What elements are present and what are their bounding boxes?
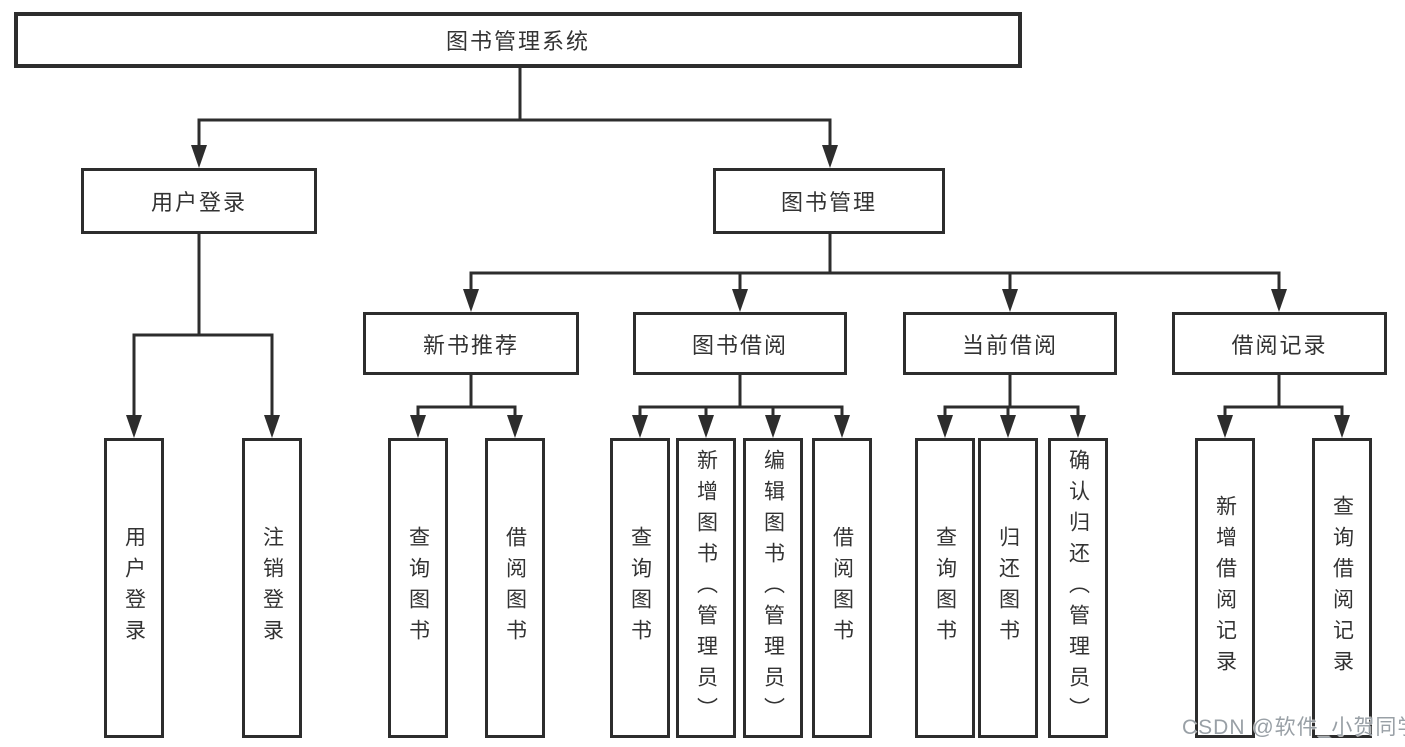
leaf-borrow-book-2: 借阅图书 (812, 438, 872, 738)
leaf-logout-label: 注销登录 (260, 526, 284, 650)
leaf-borrow-book-1-label: 借阅图书 (503, 526, 527, 650)
connector-book-borrow-children (632, 375, 850, 438)
leaf-confirm-return-admin-label: 确认归还（管理员） (1066, 448, 1090, 728)
node-new-book-recommend-label: 新书推荐 (422, 332, 519, 358)
watermark: CSDN @软件_小贺同学 (1182, 716, 1405, 739)
leaf-query-book-3-label: 查询图书 (933, 526, 957, 650)
arrow-down-icon (191, 145, 207, 168)
leaf-query-book-1-label: 查询图书 (406, 526, 430, 650)
leaf-return-book-label: 归还图书 (996, 526, 1020, 650)
leaf-query-book-3: 查询图书 (915, 438, 975, 738)
arrow-down-icon (507, 415, 523, 438)
leaf-return-book: 归还图书 (978, 438, 1038, 738)
connector-new-book-children (410, 375, 523, 438)
leaf-query-book-2-label: 查询图书 (628, 526, 652, 650)
arrow-down-icon (264, 415, 280, 438)
arrow-down-icon (126, 415, 142, 438)
arrow-down-icon (765, 415, 781, 438)
leaf-borrow-book-1: 借阅图书 (485, 438, 545, 738)
connector-user-login-children (126, 234, 280, 438)
leaf-query-borrow-record: 查询借阅记录 (1312, 438, 1372, 738)
leaf-confirm-return-admin: 确认归还（管理员） (1048, 438, 1108, 738)
node-book-borrow: 图书借阅 (633, 312, 847, 375)
leaf-user-login: 用户登录 (104, 438, 164, 738)
node-root: 图书管理系统 (14, 12, 1022, 68)
leaf-query-borrow-record-label: 查询借阅记录 (1330, 495, 1354, 681)
arrow-down-icon (698, 415, 714, 438)
node-book-management: 图书管理 (713, 168, 945, 234)
arrow-down-icon (732, 289, 748, 312)
arrow-down-icon (1002, 289, 1018, 312)
arrow-down-icon (1070, 415, 1086, 438)
arrow-down-icon (937, 415, 953, 438)
leaf-add-book-admin-label: 新增图书（管理员） (694, 448, 718, 728)
leaf-user-login-label: 用户登录 (122, 526, 146, 650)
node-borrow-records-label: 借阅记录 (1231, 332, 1328, 358)
leaf-edit-book-admin: 编辑图书（管理员） (743, 438, 803, 738)
leaf-query-book-1: 查询图书 (388, 438, 448, 738)
arrow-down-icon (1334, 415, 1350, 438)
node-root-label: 图书管理系统 (445, 29, 590, 54)
connector-book-management-children (463, 234, 1287, 312)
node-book-borrow-label: 图书借阅 (691, 332, 788, 358)
node-borrow-records: 借阅记录 (1172, 312, 1387, 375)
leaf-logout: 注销登录 (242, 438, 302, 738)
connector-borrow-records-children (1217, 375, 1350, 438)
leaf-edit-book-admin-label: 编辑图书（管理员） (761, 448, 785, 728)
arrow-down-icon (834, 415, 850, 438)
node-current-borrow: 当前借阅 (903, 312, 1117, 375)
arrow-down-icon (1271, 289, 1287, 312)
leaf-query-book-2: 查询图书 (610, 438, 670, 738)
leaf-add-borrow-record: 新增借阅记录 (1195, 438, 1255, 738)
node-new-book-recommend: 新书推荐 (363, 312, 579, 375)
connector-root-to-level2 (191, 66, 838, 168)
node-user-login: 用户登录 (81, 168, 317, 234)
arrow-down-icon (410, 415, 426, 438)
leaf-add-book-admin: 新增图书（管理员） (676, 438, 736, 738)
arrow-down-icon (632, 415, 648, 438)
arrow-down-icon (1000, 415, 1016, 438)
connector-current-borrow-children (937, 375, 1086, 438)
node-book-management-label: 图书管理 (780, 190, 877, 215)
arrow-down-icon (1217, 415, 1233, 438)
node-user-login-label: 用户登录 (150, 190, 247, 215)
arrow-down-icon (822, 145, 838, 168)
leaf-add-borrow-record-label: 新增借阅记录 (1213, 495, 1237, 681)
leaf-borrow-book-2-label: 借阅图书 (830, 526, 854, 650)
arrow-down-icon (463, 289, 479, 312)
node-current-borrow-label: 当前借阅 (961, 332, 1058, 358)
